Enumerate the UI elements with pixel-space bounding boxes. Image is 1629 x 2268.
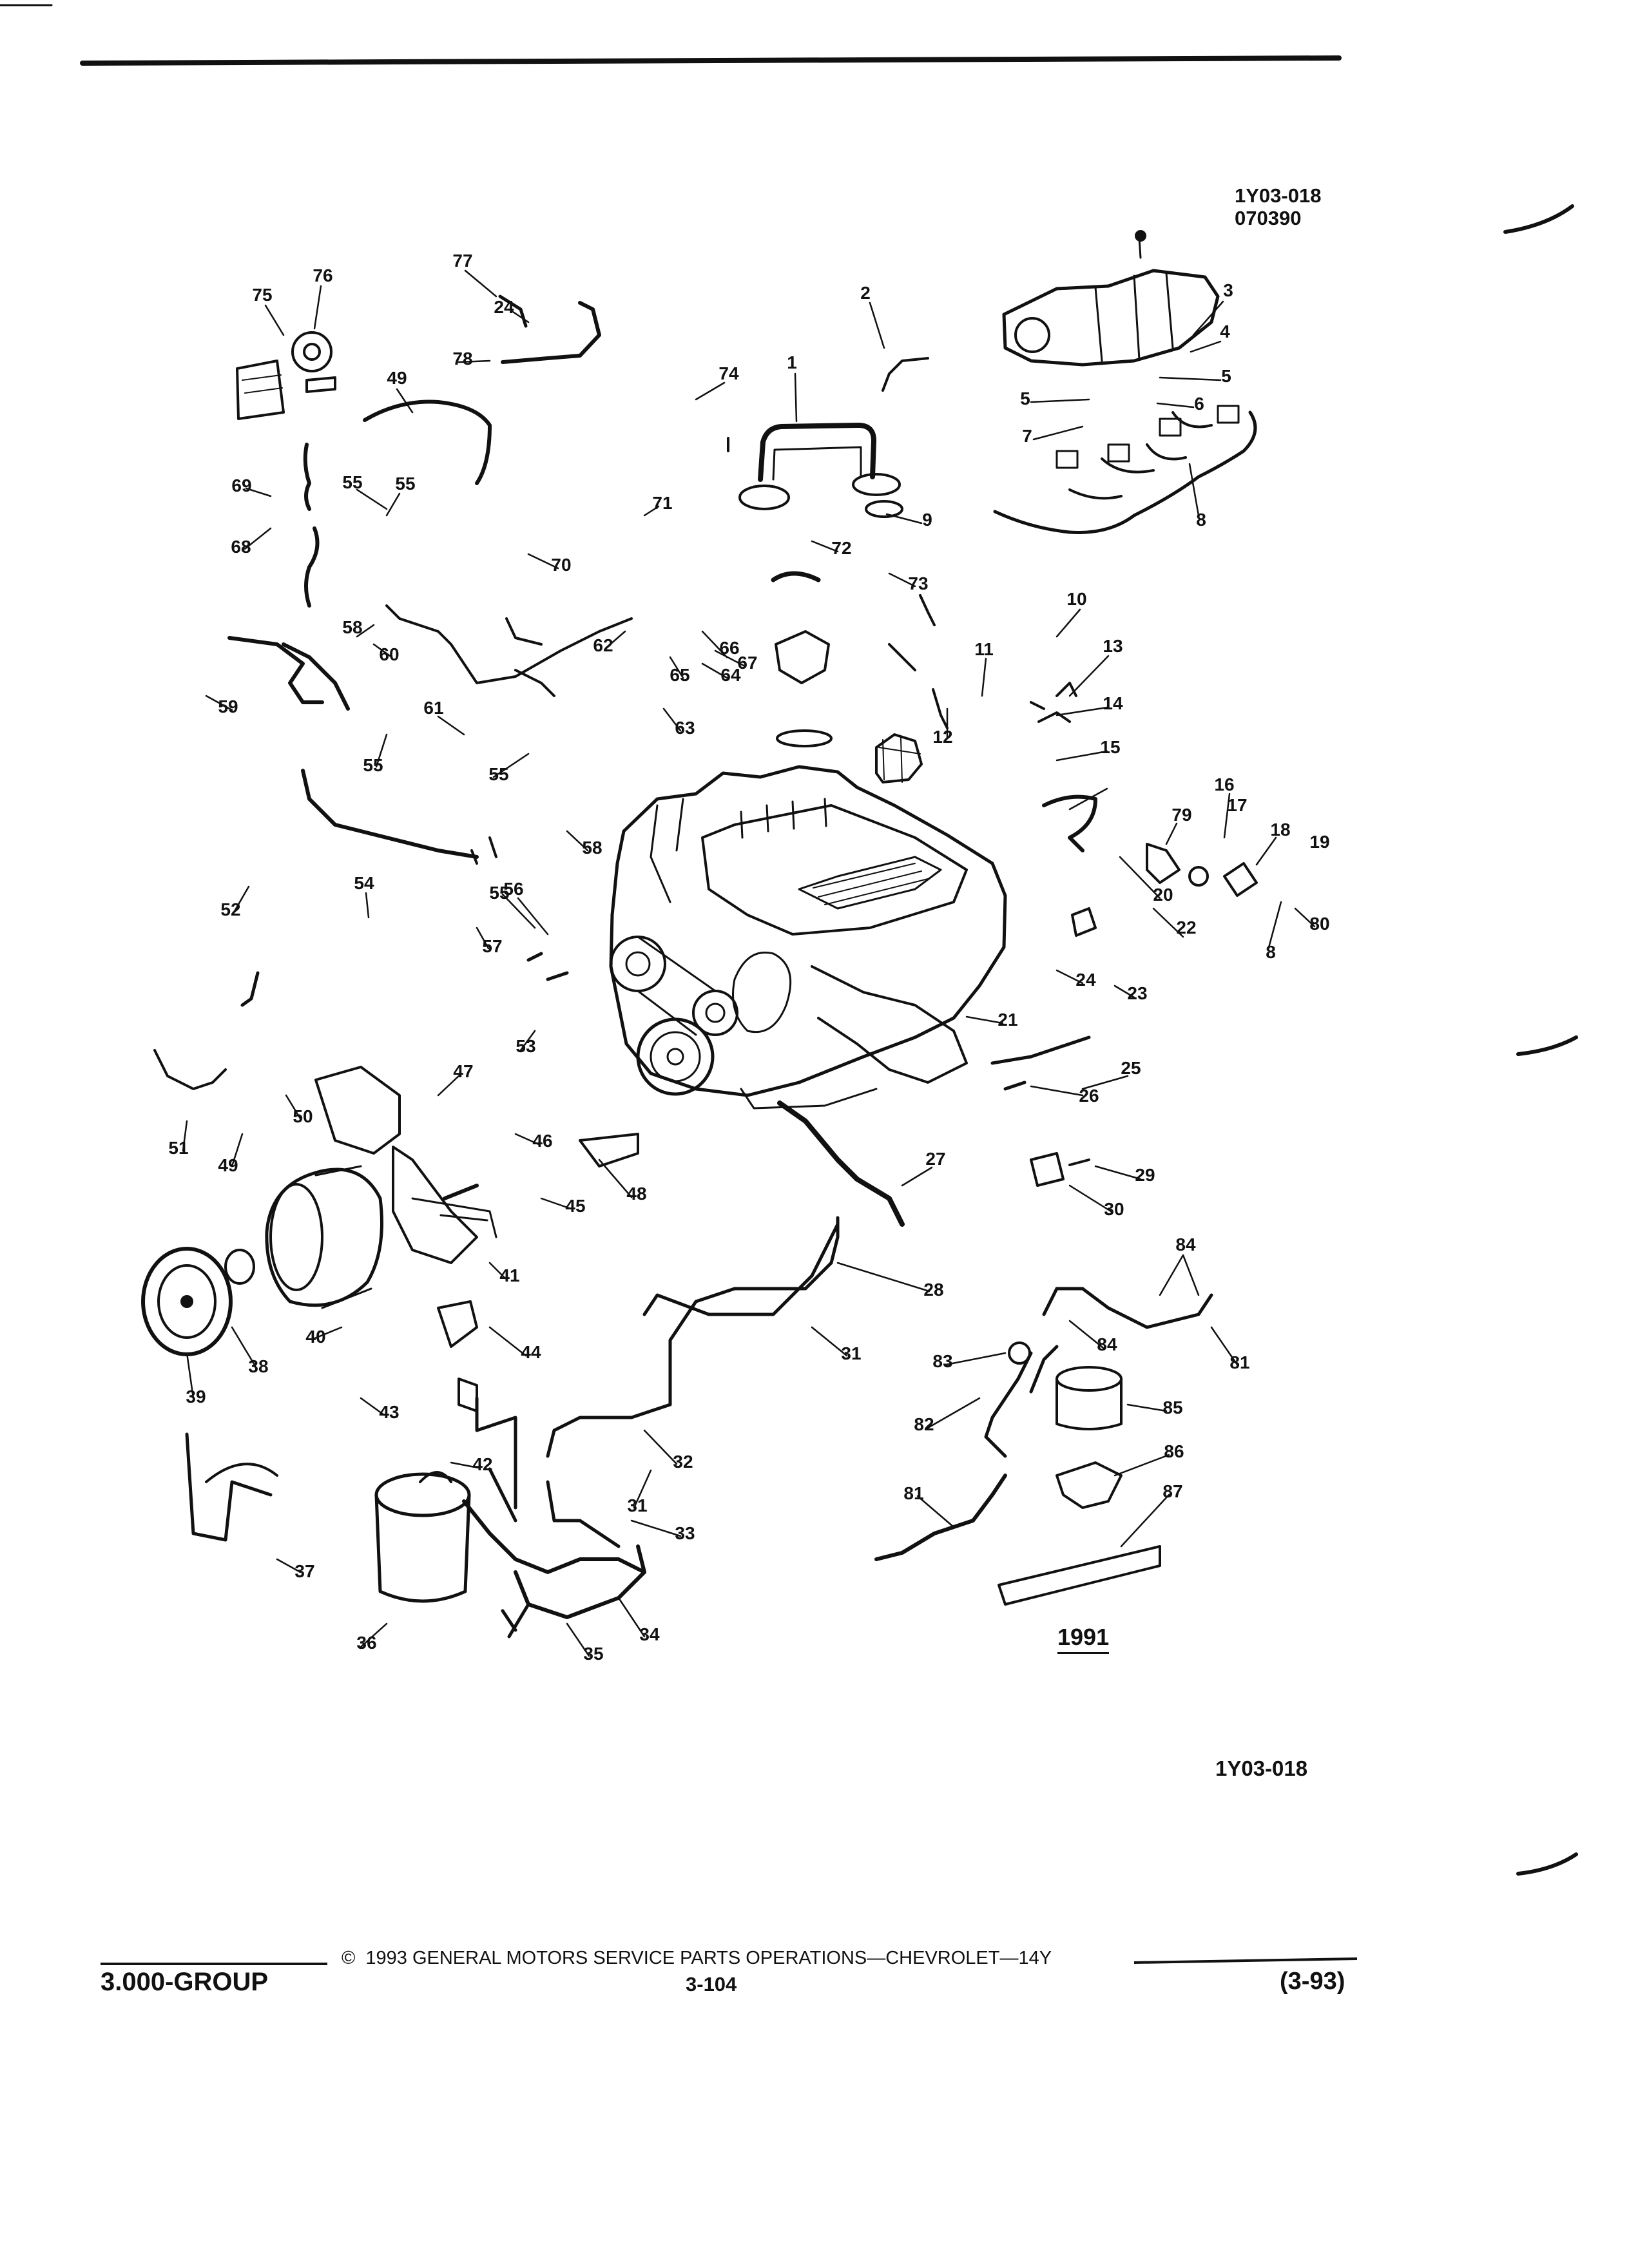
callout-label: 12 [932,727,952,747]
callout-label: 65 [670,665,689,685]
callout-label: 83 [932,1351,952,1371]
callout-label: 28 [923,1280,943,1300]
footer-copyright-text: 1993 GENERAL MOTORS SERVICE PARTS OPERAT… [365,1948,1052,1968]
callout-label: 55 [395,474,415,494]
callout-label: 75 [252,285,272,305]
callout-label: 24 [1075,970,1096,990]
callout-label: 6 [1194,394,1204,414]
callout-label: 17 [1227,795,1247,815]
callout-label: 80 [1309,914,1329,934]
header-rule [80,55,1342,66]
callout-label: 10 [1066,589,1086,609]
callout-label: 23 [1127,983,1147,1003]
callout-label: 55 [342,472,362,492]
callout-label: 9 [922,510,932,530]
callout-label: 2 [860,283,871,303]
callout-label: 86 [1164,1441,1184,1461]
callout-label: 27 [925,1149,945,1169]
callout-label: 49 [387,368,407,388]
diagram-code: 1Y03-018 070390 [1235,184,1321,229]
callout-label: 11 [974,639,994,659]
copyright-symbol: © [342,1948,356,1968]
callout-label: 69 [231,476,251,495]
callout-label: 78 [452,349,472,369]
callout-label: 58 [342,617,362,637]
footer-group-label: 3.000-GROUP [101,1968,269,1996]
callout-label: 13 [1103,636,1123,656]
footer-page-number: 3-104 [686,1973,737,1995]
callout-label: 46 [532,1131,552,1151]
callout-label: 67 [737,653,757,673]
callout-label: 84 [1097,1334,1117,1354]
callout-label: 25 [1121,1058,1141,1078]
transmission-illustration [1002,230,1220,367]
callout-label: 73 [908,573,928,593]
callout-label: 71 [652,493,672,513]
callout-label: 82 [914,1414,934,1434]
callout-label: 77 [452,251,472,271]
callout-label: 48 [626,1184,646,1204]
callout-label: 7 [1022,426,1032,446]
callout-label: 15 [1100,737,1120,757]
diagram-code-text: 1Y03-018 [1235,184,1322,207]
callout-label: 60 [379,644,399,664]
callout-label: 61 [423,698,443,718]
footer-revision: (3-93) [1280,1968,1345,1995]
leader-lines [182,269,1316,1657]
canister-illustration [374,1216,840,1639]
callout-label: 16 [1214,774,1234,794]
callout-label: 45 [565,1196,585,1216]
callout-label: 5 [1020,389,1030,408]
callout-label: 18 [1270,820,1290,840]
callout-label: 1 [787,352,797,372]
callout-label: 40 [305,1327,325,1347]
callout-label: 21 [998,1010,1017,1030]
engine-assembly-illustration [609,733,1007,1110]
callout-label: 52 [220,899,240,919]
callout-label: 54 [354,873,374,893]
scan-edge-marks [1503,204,1578,1876]
footer-copyright: © 1993 GENERAL MOTORS SERVICE PARTS OPERA… [342,1948,1052,1969]
callout-label: 33 [675,1523,695,1543]
callout-label: 76 [313,265,333,285]
callout-label: 81 [903,1483,923,1503]
callout-label: 59 [218,697,238,716]
diagram-code-bottom: 1Y03-018 [1215,1756,1308,1780]
callout-label: 24 [494,297,514,317]
model-year-label: 1991 [1057,1624,1110,1654]
callout-label: 56 [503,879,523,899]
callout-label: 64 [720,665,741,685]
egr-pipe-illustration [738,423,903,518]
callout-label: 4 [1220,322,1230,341]
callout-label: 57 [482,936,502,956]
callout-label: 50 [293,1106,313,1126]
callout-label: 3 [1223,280,1233,300]
callout-label: 32 [673,1452,693,1472]
callout-label: 19 [1309,832,1329,852]
callout-label: 55 [489,883,509,903]
callout-label: 44 [521,1342,541,1362]
callout-label: 51 [168,1138,188,1158]
callout-label: 43 [379,1402,399,1422]
callout-label: 53 [516,1036,535,1056]
callout-label: 84 [1175,1235,1196,1254]
callout-label: 5 [1221,366,1231,386]
wiring-harness-illustration [993,405,1257,534]
callout-label: 79 [1171,805,1191,825]
callout-label: 70 [551,555,571,575]
callout-label: 42 [472,1454,492,1474]
callout-label: 39 [186,1387,206,1407]
callout-label: 29 [1135,1165,1155,1185]
callout-label: 81 [1229,1352,1249,1372]
diagram-date-text: 070390 [1235,207,1302,229]
callout-label: 74 [718,363,739,383]
callout-label: 72 [831,538,851,558]
small-parts-illustrations [153,294,1258,1348]
callout-label: 85 [1162,1398,1182,1418]
callout-label: 14 [1103,693,1123,713]
